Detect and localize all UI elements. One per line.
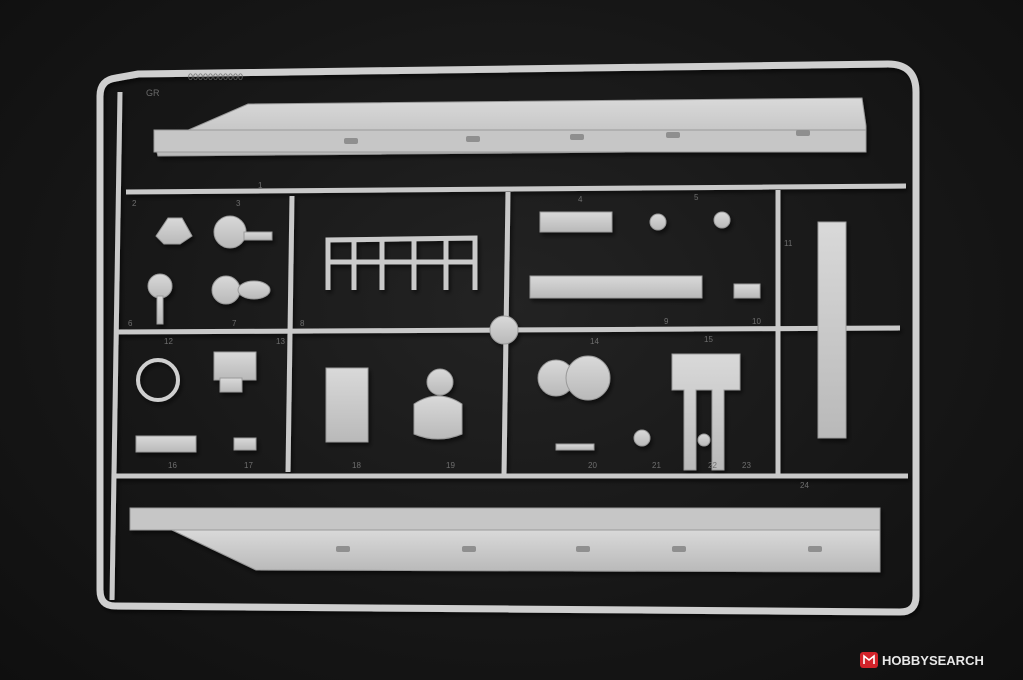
part-number-7: 7 (232, 319, 237, 328)
part-number-18: 18 (352, 461, 361, 470)
part-number-13: 13 (276, 337, 285, 346)
watermark: HOBBYSEARCH (860, 652, 984, 668)
guard-rail-part (325, 235, 478, 290)
part-number-19: 19 (446, 461, 455, 470)
part-number-3: 3 (236, 199, 241, 208)
side-frame-part (817, 221, 847, 439)
part-number-17: 17 (244, 461, 253, 470)
part-number-24: 24 (800, 481, 809, 490)
part-number-6: 6 (128, 319, 133, 328)
rail-details (336, 130, 822, 552)
upper-chassis-rail (153, 97, 867, 157)
part-number-1: 1 (258, 181, 263, 190)
watermark-text: HOBBYSEARCH (882, 653, 984, 668)
part-number-16: 16 (168, 461, 177, 470)
part-number-4: 4 (578, 195, 583, 204)
small-parts (135, 211, 761, 471)
part-number-20: 20 (588, 461, 597, 470)
part-number-15: 15 (704, 335, 713, 344)
lower-chassis-rail (129, 507, 881, 573)
part-number-11: 11 (784, 239, 793, 248)
part-number-2: 2 (132, 199, 137, 208)
part-number-5: 5 (694, 193, 699, 202)
part-number-23: 23 (742, 461, 751, 470)
part-number-9: 9 (664, 317, 669, 326)
part-number-22: 22 (708, 461, 717, 470)
sprue-frame (96, 60, 920, 616)
sprue-code: GR (146, 88, 160, 98)
part-number-14: 14 (590, 337, 599, 346)
part-number-12: 12 (164, 337, 173, 346)
moulded-code: 00000000000 (188, 72, 243, 82)
part-number-10: 10 (752, 317, 761, 326)
part-number-labels: 1 2 3 4 5 6 7 8 9 10 11 12 13 14 15 16 1… (128, 181, 809, 490)
hobbysearch-logo-icon (860, 652, 878, 668)
part-number-21: 21 (652, 461, 661, 470)
part-number-8: 8 (300, 319, 305, 328)
